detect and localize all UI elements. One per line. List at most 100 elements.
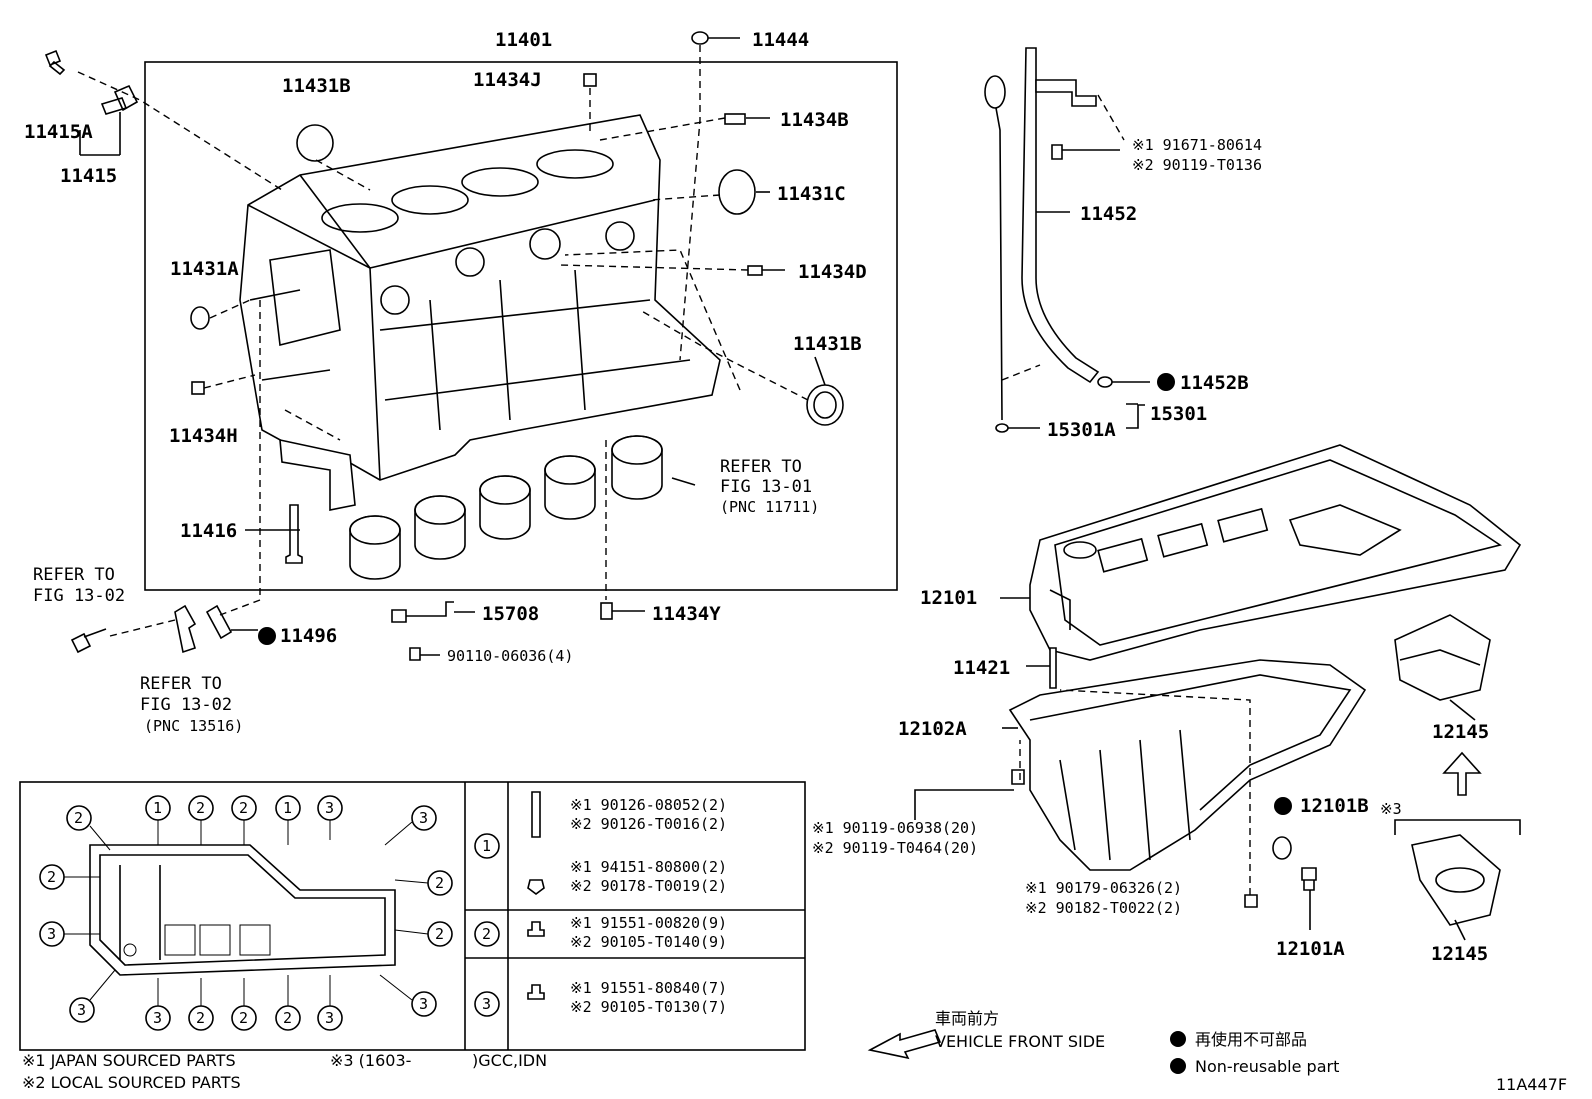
svg-text:2: 2 xyxy=(47,868,56,886)
legend-fasteners xyxy=(527,791,545,1000)
label-12101A: 12101A xyxy=(1276,938,1345,960)
label-12101B: 12101B xyxy=(1300,795,1369,817)
label-90110: 90110-06036(4) xyxy=(447,647,573,665)
fastener-labels: ※1 91671-80614 ※2 90119-T0136 ※1 90119-0… xyxy=(812,136,1262,917)
arrow-up xyxy=(1442,751,1482,796)
legend-row-1a-l1: ※1 90126-08052(2) xyxy=(570,796,727,814)
pan-flange-outline xyxy=(89,844,396,976)
solid-leaders xyxy=(79,37,826,656)
label-11434Y: 11434Y xyxy=(652,603,721,625)
refer-bearing-line3: (PNC 11711) xyxy=(720,498,819,516)
dashed-leaders xyxy=(77,45,809,637)
label-11452: 11452 xyxy=(1080,203,1137,225)
svg-text:2: 2 xyxy=(196,1009,205,1027)
nonreusable-en: Non-reusable part xyxy=(1195,1057,1339,1076)
pin-11434Y xyxy=(600,602,613,620)
nonreusable-dot-11452B xyxy=(1157,373,1175,391)
legend-row-2-l2: ※2 90105-T0140(9) xyxy=(570,933,727,951)
legend-row-2-num: 2 xyxy=(482,925,491,943)
label-11431A: 11431A xyxy=(170,258,239,280)
part-labels: 11401 11444 11434J 11431B 11434B 11431C … xyxy=(24,29,1489,965)
label-15301A: 15301A xyxy=(1047,419,1116,441)
label-11434D: 11434D xyxy=(798,261,867,283)
pan-nut-line2: ※2 90182-T0022(2) xyxy=(1025,899,1182,917)
pin-11434D xyxy=(747,265,763,276)
plug-11431C xyxy=(718,169,756,215)
block-frame xyxy=(144,61,898,591)
stud-11421 xyxy=(1049,647,1057,689)
label-note3: ※3 xyxy=(1380,800,1402,818)
cylinder-block xyxy=(239,114,721,511)
label-11401: 11401 xyxy=(495,29,552,51)
svg-text:2: 2 xyxy=(435,925,444,943)
legend-row-1b-l1: ※1 94151-80800(2) xyxy=(570,858,727,876)
footnote-3b: )GCC,IDN xyxy=(472,1051,547,1070)
bolt-pan xyxy=(1011,769,1025,785)
legend-row-3-l2: ※2 90105-T0130(7) xyxy=(570,998,727,1016)
label-11431B-top: 11431B xyxy=(282,75,351,97)
pipe-15708 xyxy=(391,601,454,623)
pan-bolt-line2: ※2 90119-T0464(20) xyxy=(812,839,978,857)
nonreusable-dot-11496 xyxy=(258,627,276,645)
label-11421: 11421 xyxy=(953,657,1010,679)
pin-11434J xyxy=(583,73,597,87)
label-12145-bottom: 12145 xyxy=(1431,943,1488,965)
refer-left-line1: REFER TO xyxy=(33,565,115,585)
refer-left-line2: FIG 13-02 xyxy=(33,586,125,606)
oil-pan-upper xyxy=(1029,444,1522,661)
label-11415A: 11415A xyxy=(24,121,93,143)
dipstick-bolt-line2: ※2 90119-T0136 xyxy=(1132,156,1262,174)
strainer-12145-top xyxy=(1394,614,1491,701)
footnote-1: ※1 JAPAN SOURCED PARTS xyxy=(22,1051,236,1070)
svg-text:2: 2 xyxy=(239,1009,248,1027)
svg-text:3: 3 xyxy=(325,799,334,817)
front-en: VEHICLE FRONT SIDE xyxy=(935,1032,1105,1051)
dipstick-assembly xyxy=(984,47,1150,433)
legend-frame xyxy=(19,781,806,1051)
gasket-11496 xyxy=(205,604,233,640)
nonreusable-jp: 再使用不可部品 xyxy=(1195,1030,1307,1049)
refer-bottom-line3: (PNC 13516) xyxy=(144,717,243,735)
front-jp: 車両前方 xyxy=(935,1009,999,1028)
legend-dot-en xyxy=(1170,1058,1186,1074)
svg-text:2: 2 xyxy=(196,799,205,817)
bolt-90110 xyxy=(409,647,421,661)
label-11496: 11496 xyxy=(280,625,337,647)
svg-text:2: 2 xyxy=(239,799,248,817)
pan-callouts: 2 1 2 2 1 3 3 2 3 3 2 2 3 3 2 2 2 3 xyxy=(39,795,453,1031)
legend-row-1a-l2: ※2 90126-T0016(2) xyxy=(570,815,727,833)
svg-text:2: 2 xyxy=(74,809,83,827)
svg-text:3: 3 xyxy=(419,995,428,1013)
legend-row-3-num: 3 xyxy=(482,995,491,1013)
label-11416: 11416 xyxy=(180,520,237,542)
label-11431B-right: 11431B xyxy=(793,333,862,355)
label-12145-top: 12145 xyxy=(1432,721,1489,743)
refer-bearing-line1: REFER TO xyxy=(720,457,802,477)
pin-11434B xyxy=(724,113,746,125)
label-11452B: 11452B xyxy=(1180,372,1249,394)
legend-row-2-l1: ※1 91551-00820(9) xyxy=(570,914,727,932)
bolt-11415A xyxy=(44,49,66,76)
label-11434H: 11434H xyxy=(169,425,238,447)
svg-text:3: 3 xyxy=(47,925,56,943)
strainer-12145-bottom xyxy=(1411,834,1501,926)
oil-jet xyxy=(174,604,197,654)
refer-bearing-line2: FIG 13-01 xyxy=(720,477,812,497)
pin-11434H xyxy=(191,381,205,395)
front-arrow xyxy=(867,1029,942,1060)
stud-11416 xyxy=(285,504,303,564)
valve-11415 xyxy=(100,84,139,115)
diagram-id: 11A447F xyxy=(1496,1075,1567,1094)
legend-table: 1 ※1 90126-08052(2) ※2 90126-T0016(2) ※1… xyxy=(474,796,727,1017)
label-11415: 11415 xyxy=(60,165,117,187)
label-12102A: 12102A xyxy=(898,718,967,740)
nonreusable-dot-12101B xyxy=(1274,797,1292,815)
svg-text:3: 3 xyxy=(77,1001,86,1019)
svg-text:2: 2 xyxy=(435,874,444,892)
svg-text:1: 1 xyxy=(153,799,162,817)
label-12101: 12101 xyxy=(920,587,977,609)
svg-text:2: 2 xyxy=(283,1009,292,1027)
svg-text:3: 3 xyxy=(153,1009,162,1027)
label-11434B: 11434B xyxy=(780,109,849,131)
